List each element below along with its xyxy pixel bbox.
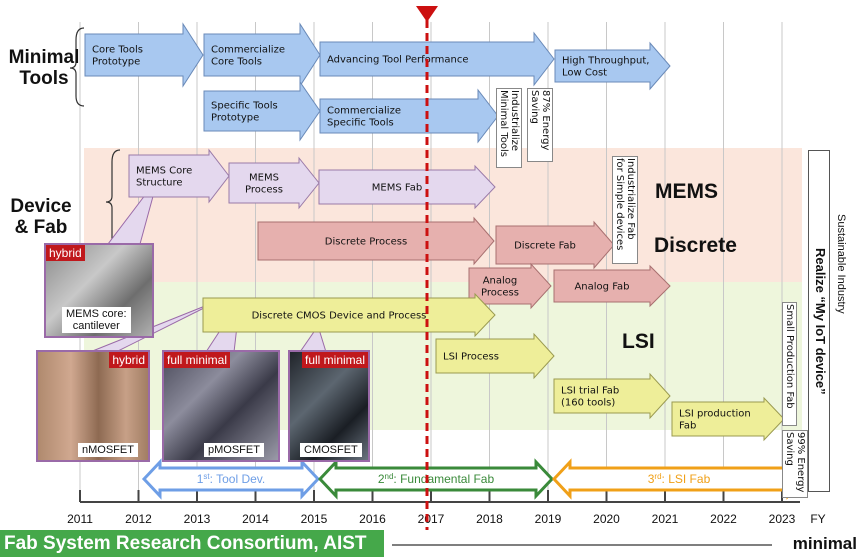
realize-iot-note: Realize “My IoT device”	[808, 150, 830, 492]
arrow-label: Discrete Process	[325, 237, 407, 248]
pmosfet-photo: full minimal pMOSFET	[162, 350, 280, 462]
sustainable-industry-note: Sustainable Industry	[835, 214, 847, 314]
today-marker-triangle	[416, 6, 438, 22]
year-tick-label: 2018	[476, 512, 503, 526]
small-production-fab-note: Small Production Fab	[782, 302, 797, 426]
arrow-label: LSI trial Fab(160 tools)	[561, 386, 619, 409]
photo-tag-full-minimal: full minimal	[301, 352, 368, 368]
arrow-label: Advancing Tool Performance	[327, 55, 469, 66]
arrow-mems-fab	[318, 164, 496, 210]
arrow-label: Analog Fab	[574, 282, 629, 293]
year-tick-label: 2015	[301, 512, 328, 526]
energy-saving-87-note: 87% Energy Saving	[527, 88, 553, 162]
arrow-commercialize-specific-tools	[319, 88, 499, 144]
fy-label: FY	[810, 512, 825, 526]
cmosfet-photo: full minimal CMOSFET	[288, 350, 370, 462]
photo-caption: MEMS core: cantilever	[62, 307, 131, 333]
year-tick-label: 2022	[710, 512, 737, 526]
phase-label: 1st: Tool Dev.	[197, 472, 266, 486]
arrow-discrete-cmos	[202, 292, 496, 338]
phase-label: 2nd: Fundamental Fab	[378, 472, 495, 486]
arrow-specific-tools-prototype	[203, 80, 321, 142]
mems-region-label: MEMS	[655, 180, 718, 203]
minimal-tools-brace	[69, 27, 85, 107]
industrialize-minimal-tools-note: Industrialize Minimal Tools	[496, 88, 522, 168]
arrow-high-throughput-low-cost	[554, 41, 671, 91]
year-tick-label: 2019	[535, 512, 562, 526]
year-tick-label: 2021	[652, 512, 679, 526]
photo-tag-hybrid: hybrid	[46, 245, 85, 261]
arrow-label: Discrete Fab	[514, 241, 576, 252]
photo-caption: CMOSFET	[300, 443, 362, 457]
year-tick-label: 2011	[67, 512, 93, 526]
industrialize-fab-simple-note: Industrialize Fab for Simple devices	[612, 156, 638, 264]
arrow-core-tools-prototype	[84, 22, 204, 88]
arrow-discrete-process	[257, 216, 495, 266]
photo-caption: nMOSFET	[78, 443, 138, 457]
arrow-lsi-production-fab	[671, 396, 785, 442]
year-tick-label: 2017	[418, 512, 445, 526]
footer-banner: Fab System Research Consortium, AIST	[0, 530, 384, 557]
energy-saving-99-note: 99% Energy Saving	[782, 430, 808, 498]
arrow-label: Discrete CMOS Device and Process	[252, 311, 427, 322]
year-tick-label: 2020	[593, 512, 620, 526]
nmosfet-photo: hybrid nMOSFET	[36, 350, 150, 462]
photo-tag-full-minimal: full minimal	[164, 352, 231, 368]
arrow-mems-process	[228, 156, 320, 210]
arrow-mems-core-structure	[128, 148, 230, 204]
arrow-commercialize-core-tools	[203, 22, 321, 88]
year-tick-label: 2016	[359, 512, 386, 526]
arrow-label: LSI Process	[443, 352, 499, 363]
lsi-region-label: LSI	[622, 330, 655, 353]
arrow-analog-fab	[553, 264, 671, 308]
device-fab-label: Device & Fab	[10, 196, 72, 238]
minimal-tools-label: Minimal Tools	[8, 47, 80, 89]
mems-cantilever-photo: hybrid MEMS core: cantilever	[44, 243, 154, 338]
arrow-lsi-trial-fab	[553, 372, 671, 420]
arrow-label: High Throughput,Low Cost	[562, 56, 649, 79]
photo-caption: pMOSFET	[204, 443, 264, 457]
discrete-region-label: Discrete	[654, 234, 737, 257]
arrow-discrete-fab	[495, 220, 615, 270]
arrow-label: MEMS Fab	[372, 183, 422, 194]
phase-label: 3rd: LSI Fab	[648, 472, 711, 486]
year-tick-label: 2023	[769, 512, 796, 526]
arrow-advancing-tool-performance	[319, 31, 555, 87]
arrow-lsi-process	[435, 332, 555, 380]
photo-tag-hybrid: hybrid	[109, 352, 148, 368]
year-tick-label: 2013	[184, 512, 211, 526]
year-tick-label: 2014	[242, 512, 269, 526]
brand-logo: minimal	[792, 534, 857, 553]
year-tick-label: 2012	[125, 512, 152, 526]
